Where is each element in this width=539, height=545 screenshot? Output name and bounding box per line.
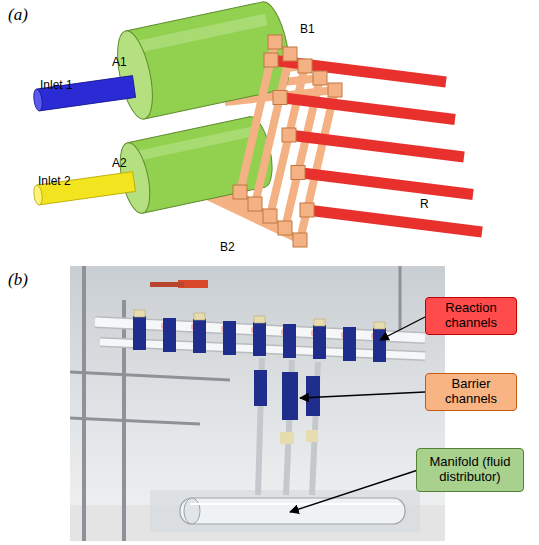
- cylinder-highlight: [128, 14, 267, 55]
- cream-fittings: [134, 310, 385, 329]
- base-plate: [150, 490, 420, 532]
- cylinder-highlight: [130, 127, 254, 163]
- reaction-tube: [289, 135, 464, 157]
- blue-block: [254, 370, 267, 406]
- manifold-end: [184, 498, 200, 524]
- junction-cube: [283, 47, 297, 61]
- reaction-tube: [307, 210, 482, 232]
- fitting: [314, 319, 325, 326]
- pipe-body: [36, 76, 135, 111]
- photo-background: [70, 266, 445, 541]
- fitting: [306, 430, 318, 442]
- blue-block: [193, 319, 206, 353]
- callout-text: Manifold (fluid distributor): [421, 455, 519, 485]
- clamp: [150, 282, 184, 287]
- blue-block: [223, 321, 236, 355]
- blue-block: [283, 324, 296, 358]
- panel-label: (a): [8, 5, 28, 25]
- reaction-tube: [280, 98, 455, 120]
- glass-highlight: [190, 503, 400, 505]
- blue-block: [373, 328, 386, 362]
- junction-cube: [248, 197, 262, 211]
- fitting: [374, 322, 385, 329]
- callout-text: Barrier channels: [430, 377, 512, 407]
- callout-box: Reaction channels: [425, 297, 517, 335]
- blue-block: [163, 318, 176, 352]
- cylinder-end: [111, 28, 159, 122]
- fitting: [134, 310, 145, 317]
- junction-cube: [328, 83, 342, 97]
- fitting: [194, 313, 205, 320]
- inlet-label: Inlet 2: [38, 174, 71, 188]
- part-label: B1: [300, 22, 315, 36]
- inlet-pipe: [33, 76, 136, 112]
- fitting: [254, 316, 265, 323]
- callout-text: Reaction channels: [430, 301, 512, 331]
- leader-arrow: [290, 470, 418, 512]
- junction-cube: [273, 91, 287, 105]
- junction-cube: [298, 59, 312, 73]
- pipe-body: [37, 172, 136, 205]
- blue-fittings: [133, 316, 386, 362]
- junction-cube: [233, 185, 247, 199]
- stand-rod: [399, 266, 402, 330]
- cylinder-edge: [128, 117, 250, 143]
- blue-block: [133, 316, 146, 350]
- part-label: A2: [112, 156, 127, 170]
- part-label: A1: [112, 55, 127, 69]
- junction-cube: [268, 35, 282, 49]
- junction-cube: [264, 53, 278, 67]
- blue-block: [306, 376, 320, 416]
- leader-arrow: [300, 392, 425, 398]
- junction-cubes: [233, 35, 342, 247]
- panel-label: (b): [8, 270, 28, 290]
- junction-cube: [282, 128, 296, 142]
- reaction-tube: [271, 60, 446, 82]
- part-label: B2: [220, 240, 235, 254]
- junction-cube: [313, 71, 327, 85]
- callout-box: Barrier channels: [425, 373, 517, 411]
- blue-block: [343, 327, 356, 361]
- part-label: R: [420, 197, 429, 211]
- junction-cube: [263, 209, 277, 223]
- stand-rod: [82, 266, 86, 541]
- manifold-cylinder: [111, 0, 296, 122]
- inlet-pipe: [33, 172, 136, 206]
- stand-rod: [70, 372, 230, 380]
- leader-arrows: [290, 317, 425, 512]
- inlet-label: Inlet 1: [40, 78, 73, 92]
- junction-cube: [291, 166, 305, 180]
- junction-cube: [278, 221, 292, 235]
- fitting: [280, 432, 294, 444]
- reaction-tubes: [271, 60, 482, 232]
- junction-cube: [293, 233, 307, 247]
- blue-block: [282, 372, 298, 420]
- cylinder-edge: [126, 2, 263, 31]
- blue-block: [253, 322, 266, 356]
- photo-barrier: [254, 358, 320, 495]
- junction-cube: [300, 203, 314, 217]
- stand-rod: [70, 418, 200, 424]
- leader-arrow: [380, 317, 425, 340]
- callout-box: Manifold (fluid distributor): [416, 448, 524, 492]
- reaction-tube: [298, 173, 473, 195]
- blue-block: [313, 325, 326, 359]
